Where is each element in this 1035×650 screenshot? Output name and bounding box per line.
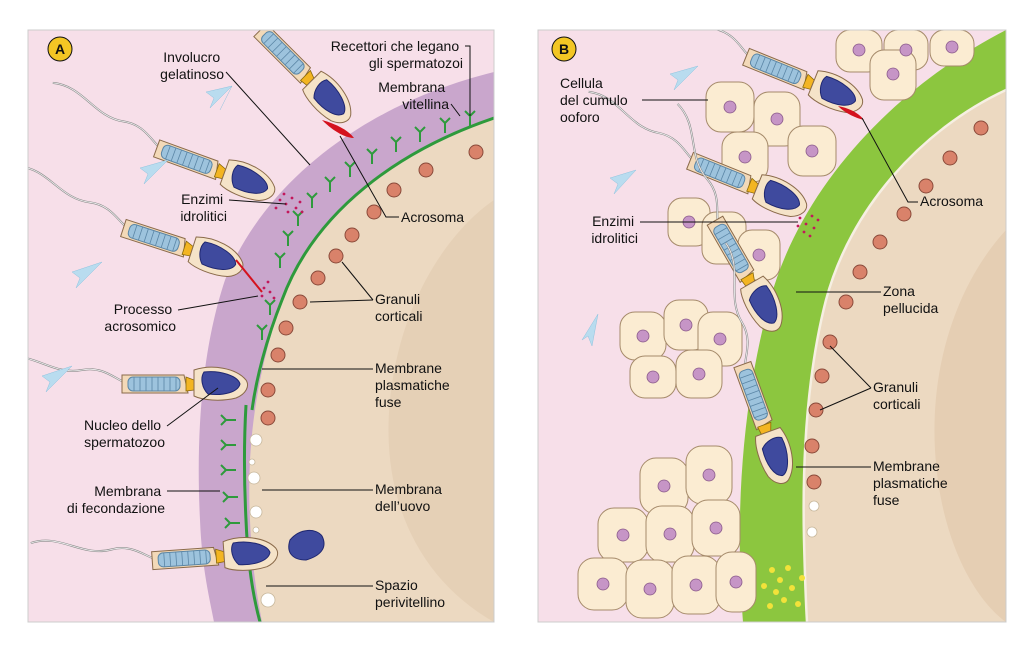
label-membrana-vitellina: Membrana vitellina: [378, 79, 449, 112]
label-acrosoma-a: Acrosoma: [401, 209, 464, 225]
egg-inner-shading-b: [934, 230, 1006, 622]
cortical-release-b: [761, 565, 805, 609]
hydrolytic-enzymes-a: [260, 192, 304, 300]
label-granuli-a: Granuli corticali: [375, 291, 424, 324]
label-membrana-fecondazione: Membrana di fecondazione: [67, 483, 165, 516]
acrosome-cap-a1: [322, 120, 354, 138]
direction-arrows-a: [41, 85, 233, 393]
leader-granuli-a-2: [309, 299, 374, 303]
label-involucro-gelatinoso: Involucro gelatinoso: [160, 49, 224, 82]
egg-plasma-membrane: [243, 404, 262, 622]
sperm-nucleus-inside: [288, 530, 325, 561]
panel-a: A Involucro gelatinoso Recettori che leg…: [27, 29, 495, 623]
hydrolytic-enzimes-b: [796, 214, 820, 238]
leader-granuli-a-1: [341, 261, 374, 301]
label-processo-acrosomico: Processo acrosomico: [104, 301, 176, 334]
cortical-granules: [260, 144, 484, 426]
leader-involucro: [225, 71, 311, 166]
panel-b-badge: B: [551, 36, 577, 62]
egg-membrane-b: [802, 88, 1006, 622]
direction-arrows-b: [581, 65, 699, 347]
label-recettori: Recettori che legano gli spermatozoi: [331, 38, 463, 71]
label-enzimi-b: Enzimi idrolitici: [591, 213, 638, 246]
panel-b: B Cellula del cumulo ooforo Acrosoma Enz…: [537, 29, 1007, 623]
perivitelline-b: [806, 500, 820, 538]
leader-granuli-b-1: [829, 345, 872, 389]
label-cellula-cumulo: Cellula del cumulo ooforo: [560, 75, 632, 125]
acrosome-cap-b1: [838, 106, 864, 120]
panel-a-badge-text: A: [55, 41, 65, 57]
panel-b-frame: [537, 29, 1007, 623]
acrosomal-process: [235, 259, 263, 293]
leader-enzimi-a: [228, 199, 287, 205]
leader-recettori: [465, 45, 471, 116]
label-membrane-fuse-a: Membrane plasmatiche fuse: [375, 360, 454, 410]
label-membrane-fuse-b: Membrane plasmatiche fuse: [873, 458, 952, 508]
label-membrana-uovo: Membrana dell’uovo: [375, 481, 446, 514]
egg-inner-shading: [388, 200, 494, 622]
label-zona-pellucida: Zona pellucida: [883, 283, 938, 316]
label-granuli-b: Granuli corticali: [873, 379, 922, 412]
label-enzimi-a: Enzimi idrolitici: [180, 191, 227, 224]
leader-acrosoma-a: [339, 135, 399, 218]
vitelline-membrane: [250, 116, 494, 411]
label-acrosoma-b: Acrosoma: [920, 193, 983, 209]
cortical-granules-b: [804, 120, 989, 490]
sperm-receptors: [220, 110, 476, 529]
leader-nucleo: [166, 387, 219, 427]
leader-acrosoma-b: [861, 117, 918, 203]
leader-granuli-b-2: [819, 387, 872, 411]
label-nucleo: Nucleo dello spermatozoo: [84, 417, 165, 450]
leader-processo: [177, 295, 259, 311]
label-spazio-perivitellino: Spazio perivitellino: [375, 577, 445, 610]
leader-membrana-vitellina: [450, 103, 461, 117]
panel-a-frame: [27, 29, 495, 623]
panel-a-badge: A: [47, 36, 73, 62]
panel-b-badge-text: B: [559, 41, 569, 57]
